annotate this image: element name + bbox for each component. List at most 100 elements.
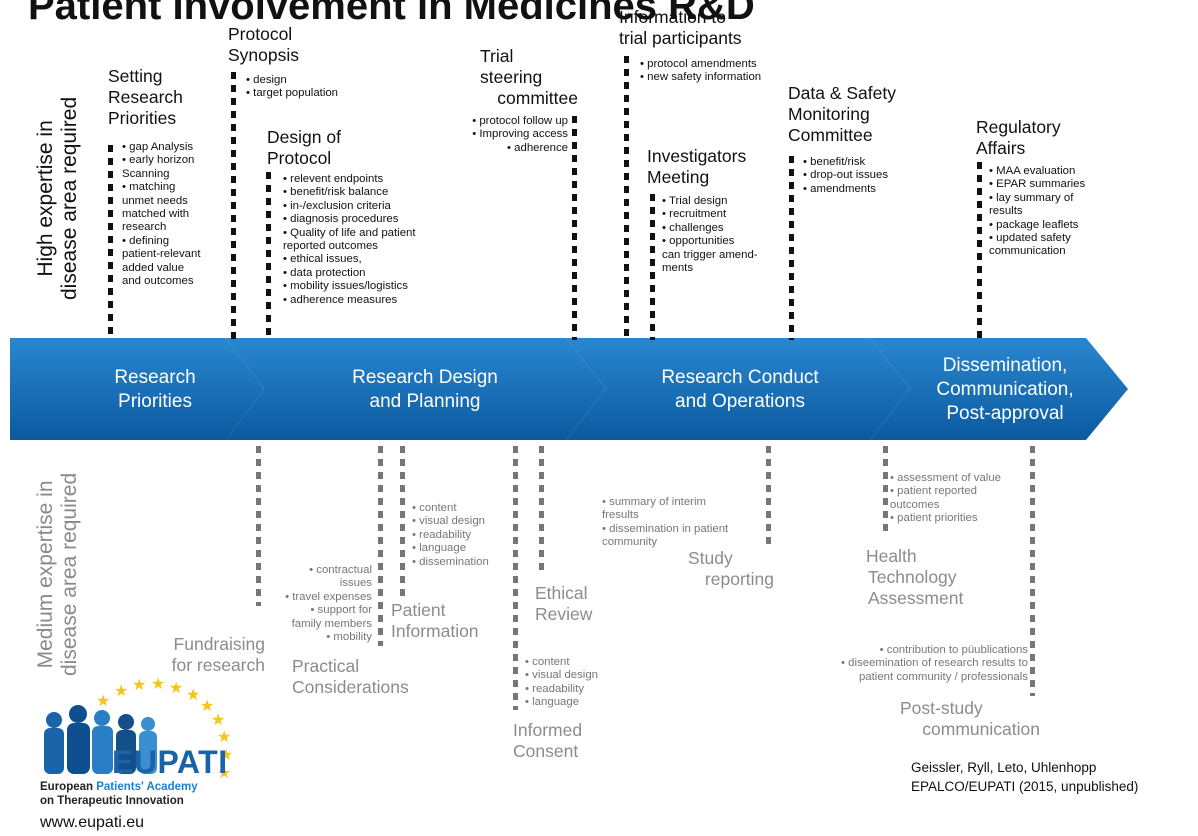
- list-item: • matching: [122, 181, 176, 194]
- phase-label-4: Dissemination, Communication, Post-appro…: [905, 354, 1105, 426]
- dashed-connector: [378, 446, 383, 646]
- title-line: steering: [480, 67, 543, 87]
- design-protocol-list: • relevent endpoints • benefit/risk bala…: [283, 173, 416, 307]
- list-item: • package leaflets: [989, 218, 1079, 231]
- phase-1-line2: Priorities: [118, 391, 192, 412]
- list-item: • amendments: [803, 182, 876, 195]
- list-item: and outcomes: [122, 275, 194, 288]
- protocol-synopsis-title: Protocol Synopsis: [228, 24, 299, 66]
- list-item: • Quality of life and patient: [283, 226, 416, 239]
- title-line: Considerations: [292, 677, 409, 697]
- title-line: Regulatory: [976, 117, 1061, 137]
- regulatory-affairs-list: • MAA evaluation • EPAR summaries • lay …: [989, 165, 1085, 259]
- patient-information-title: Patient Information: [391, 600, 479, 642]
- study-reporting-list: • summary of interim fresults • dissemin…: [602, 496, 728, 550]
- phase-label-2: Research Design and Planning: [300, 366, 550, 414]
- title-line: Patient: [391, 600, 446, 620]
- list-item: • language: [412, 542, 467, 555]
- list-item: • diseemination of research results to: [841, 657, 1028, 670]
- list-item: ments: [662, 262, 694, 275]
- phase-arrow-3: [566, 338, 910, 440]
- logo-tagline-part: European: [40, 781, 97, 793]
- svg-text:★: ★: [169, 678, 183, 697]
- phase-label-1: Research Priorities: [80, 366, 230, 414]
- list-item: Scanning: [122, 167, 170, 180]
- list-item: • patient reported: [890, 485, 977, 498]
- protocol-synopsis-list: • design • target population: [246, 74, 338, 101]
- list-item: • gap Analysis: [122, 141, 194, 153]
- svg-text:★: ★: [200, 696, 214, 715]
- regulatory-affairs-title: Regulatory Affairs: [976, 117, 1061, 159]
- investigators-meeting-title: Investigators Meeting: [647, 146, 746, 188]
- dashed-connector: [513, 446, 518, 710]
- list-item: community: [602, 536, 658, 549]
- title-line: Committee: [788, 125, 873, 145]
- title-line: Affairs: [976, 138, 1026, 158]
- list-item: • mobility issues/logistics: [283, 280, 408, 293]
- dashed-connector: [400, 446, 405, 596]
- svg-text:★: ★: [186, 685, 200, 704]
- title-line: Health: [866, 546, 917, 566]
- list-item: • defining: [122, 234, 170, 247]
- list-item: • travel expenses: [285, 590, 372, 603]
- title-line: Design of: [267, 127, 341, 147]
- list-item: • lay summary of: [989, 191, 1074, 204]
- dashed-connector: [539, 446, 544, 574]
- y-axis-lower-label: Medium expertise in disease area require…: [34, 473, 82, 676]
- list-item: • dissemination in patient: [602, 522, 729, 535]
- svg-text:★: ★: [217, 727, 231, 746]
- list-item: • EPAR summaries: [989, 178, 1086, 191]
- list-item: • contractual: [309, 564, 372, 576]
- list-item: • visual design: [525, 669, 599, 682]
- list-item: patient community / professionals: [858, 670, 1028, 683]
- dashed-connector: [766, 446, 771, 546]
- practical-considerations-list: • contractual issues • travel expenses •…: [256, 564, 372, 644]
- title-line: Technology: [868, 567, 957, 587]
- list-item: • assessment of value: [890, 472, 1001, 484]
- phase-4-line3: Post-approval: [946, 403, 1064, 424]
- list-item: • contribution to püublications: [879, 644, 1028, 656]
- phase-2-line2: and Planning: [369, 391, 481, 412]
- list-item: patient-relevant: [122, 248, 201, 261]
- list-item: can trigger amend-: [662, 248, 758, 261]
- title-line: Monitoring: [788, 104, 870, 124]
- list-item: • readability: [525, 682, 585, 695]
- list-item: • Trial design: [662, 195, 728, 207]
- logo-tagline-line2: on Therapeutic Innovation: [40, 795, 184, 807]
- page-title: Patient Involvement in Medicines R&D: [28, 0, 755, 28]
- phase-1-line1: Research: [114, 367, 196, 388]
- dashed-connector: [231, 72, 236, 340]
- title-line: Study: [688, 548, 733, 568]
- svg-text:★: ★: [219, 745, 233, 764]
- title-line: Post-study: [900, 698, 983, 718]
- list-item: matched with: [122, 208, 190, 221]
- credits-line1: Geissler, Ryll, Leto, Uhlenhopp: [911, 760, 1097, 775]
- study-reporting-title: Study reporting: [688, 548, 774, 590]
- title-line: for research: [171, 655, 265, 675]
- list-item: • support for: [310, 604, 372, 617]
- setting-priorities-list: • gap Analysis • early horizon Scanning …: [122, 141, 201, 288]
- logo-tagline: European Patients' Academy on Therapeuti…: [40, 780, 198, 808]
- phase-4-line1: Dissemination,: [942, 355, 1068, 376]
- phase-arrow-4: [870, 338, 1128, 440]
- post-study-title: Post-study communication: [898, 698, 1040, 740]
- practical-considerations-title: Practical Considerations: [292, 656, 409, 698]
- list-item: • ethical issues,: [283, 253, 362, 266]
- list-item: added value: [122, 261, 185, 274]
- title-line: reporting: [704, 569, 774, 589]
- informed-consent-title: Informed Consent: [513, 720, 582, 762]
- design-protocol-title: Design of Protocol: [267, 127, 341, 169]
- list-item: • diagnosis procedures: [283, 213, 399, 226]
- star-arc-icon: ★ ★ ★ ★ ★ ★ ★ ★ ★ ★ ★: [96, 676, 233, 782]
- people-icon: [44, 705, 157, 774]
- y-axis-lower-line1: Medium expertise in: [34, 480, 57, 669]
- phase-label-3: Research Conduct and Operations: [620, 366, 860, 414]
- title-line: Research: [108, 87, 183, 107]
- list-item: • adherence measures: [283, 293, 398, 306]
- list-item: • updated safety: [989, 232, 1071, 245]
- title-line: committee: [497, 88, 578, 108]
- title-line: Setting: [108, 66, 163, 86]
- svg-text:★: ★: [151, 676, 165, 693]
- list-item: issues: [339, 577, 372, 590]
- hta-title: Health Technology Assessment: [866, 546, 963, 609]
